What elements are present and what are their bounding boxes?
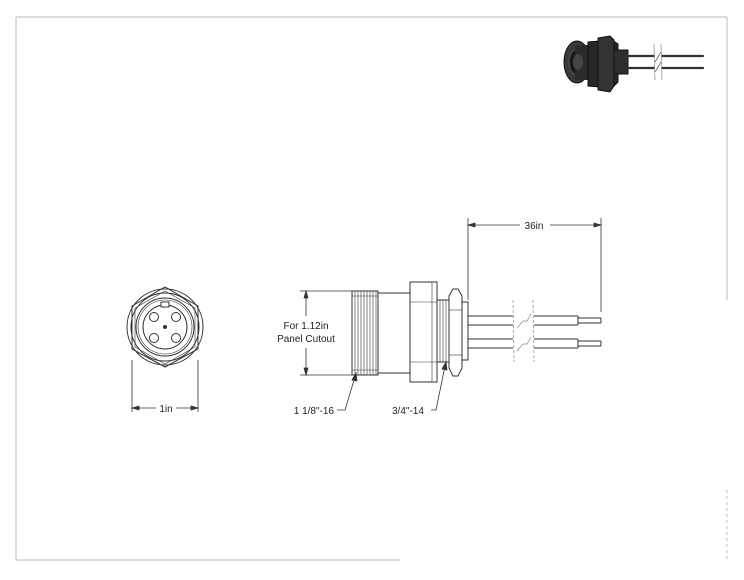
pin-4 bbox=[171, 333, 181, 343]
front-thread-leader bbox=[337, 371, 358, 411]
rear-thread-label: 3/4"-14 bbox=[392, 406, 424, 417]
panel-nut bbox=[448, 288, 463, 377]
rear-thread-leader bbox=[431, 360, 448, 411]
front-thread-body bbox=[351, 290, 379, 376]
pin-1 bbox=[149, 312, 159, 322]
hex-body bbox=[409, 281, 438, 383]
panel-cutout-label-line1: For 1.12in bbox=[283, 321, 328, 332]
pin-3 bbox=[149, 333, 159, 343]
sheet-frame bbox=[15, 16, 728, 561]
connector-isometric-icon bbox=[563, 35, 705, 93]
cable-length-label: 36in bbox=[525, 221, 544, 232]
panel-cutout-dimension bbox=[300, 289, 352, 377]
panel-cutout-label-line2: Panel Cutout bbox=[277, 334, 335, 345]
side-view bbox=[351, 281, 469, 383]
outer-ring bbox=[126, 288, 204, 366]
hex-nut-outline bbox=[131, 286, 199, 368]
key-slot bbox=[160, 301, 170, 308]
hex-width-label: 1in bbox=[159, 404, 172, 415]
collar bbox=[377, 292, 411, 374]
cable-length-dimension bbox=[466, 218, 603, 312]
wire-leads bbox=[468, 315, 602, 349]
pin-2 bbox=[171, 312, 181, 322]
front-view bbox=[126, 286, 204, 368]
front-thread-label: 1 1/8"-16 bbox=[294, 406, 335, 417]
hex-width-dimension bbox=[130, 360, 200, 412]
wire-break-marks bbox=[512, 299, 535, 363]
